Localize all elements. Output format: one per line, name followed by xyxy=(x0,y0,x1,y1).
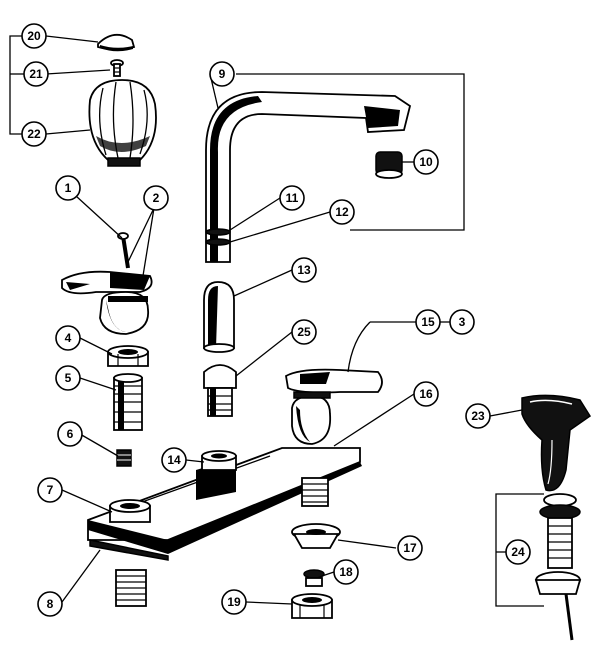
part-lever-handle-right xyxy=(285,368,383,445)
part-screw-small xyxy=(110,59,124,77)
callout-3: 3 xyxy=(449,309,475,335)
callout-12: 12 xyxy=(329,199,355,225)
svg-text:16: 16 xyxy=(419,387,433,401)
callout-10: 10 xyxy=(413,149,439,175)
svg-text:18: 18 xyxy=(339,565,353,579)
svg-text:20: 20 xyxy=(27,29,41,43)
callout-14: 14 xyxy=(161,447,187,473)
svg-text:8: 8 xyxy=(47,597,54,611)
svg-text:4: 4 xyxy=(65,331,72,345)
svg-text:17: 17 xyxy=(403,541,417,555)
svg-text:2: 2 xyxy=(153,191,160,205)
callout-22: 22 xyxy=(21,121,47,147)
part-seat-6 xyxy=(116,449,132,467)
part-globe-handle xyxy=(88,79,157,167)
part-aerator-10 xyxy=(375,151,403,179)
callout-2: 2 xyxy=(143,185,169,211)
svg-text:1: 1 xyxy=(65,181,72,195)
callout-20: 20 xyxy=(21,23,47,49)
part-hose-guide-17 xyxy=(291,523,341,549)
part-shank-right xyxy=(301,477,329,507)
svg-text:15: 15 xyxy=(421,315,435,329)
svg-text:19: 19 xyxy=(227,595,241,609)
svg-text:12: 12 xyxy=(335,205,349,219)
svg-text:6: 6 xyxy=(67,427,74,441)
svg-text:25: 25 xyxy=(297,325,311,339)
callout-17: 17 xyxy=(397,535,423,561)
part-nut-14 xyxy=(201,450,237,471)
callout-13: 13 xyxy=(291,257,317,283)
part-spray-head-23 xyxy=(521,394,592,492)
svg-text:24: 24 xyxy=(511,545,525,559)
part-nut-4 xyxy=(107,345,149,367)
part-spray-hose-24 xyxy=(534,493,582,641)
callout-19: 19 xyxy=(221,589,247,615)
callout-16: 16 xyxy=(413,381,439,407)
callout-4: 4 xyxy=(55,325,81,351)
svg-text:7: 7 xyxy=(47,483,54,497)
part-lever-handle-left xyxy=(61,232,153,335)
part-stem-5 xyxy=(113,373,143,431)
part-locknut-19 xyxy=(291,593,333,619)
callout-11: 11 xyxy=(279,185,305,211)
callout-5: 5 xyxy=(55,365,81,391)
svg-text:21: 21 xyxy=(29,67,43,81)
part-shank-left xyxy=(115,569,147,607)
svg-text:5: 5 xyxy=(65,371,72,385)
callout-24: 24 xyxy=(505,539,531,565)
callout-7: 7 xyxy=(37,477,63,503)
part-washer-18 xyxy=(303,569,325,587)
svg-text:14: 14 xyxy=(167,453,181,467)
callout-21: 21 xyxy=(23,61,49,87)
svg-text:11: 11 xyxy=(286,191,299,205)
callout-8: 8 xyxy=(37,591,63,617)
callout-15: 15 xyxy=(415,309,441,335)
part-nut-7 xyxy=(109,499,151,523)
svg-text:3: 3 xyxy=(459,315,466,329)
leader-lines xyxy=(9,35,544,607)
svg-text:9: 9 xyxy=(219,67,226,81)
callout-25: 25 xyxy=(291,319,317,345)
svg-text:23: 23 xyxy=(471,409,485,423)
part-spout-base-13 xyxy=(203,281,235,353)
svg-text:13: 13 xyxy=(297,263,311,277)
svg-text:10: 10 xyxy=(419,155,433,169)
part-cartridge-25 xyxy=(203,364,237,417)
callout-9: 9 xyxy=(209,61,235,87)
callout-23: 23 xyxy=(465,403,491,429)
callout-1: 1 xyxy=(55,175,81,201)
part-o-rings-11-12 xyxy=(205,228,231,246)
svg-text:22: 22 xyxy=(27,127,41,141)
part-cap xyxy=(97,34,136,52)
callout-6: 6 xyxy=(57,421,83,447)
callout-18: 18 xyxy=(333,559,359,585)
